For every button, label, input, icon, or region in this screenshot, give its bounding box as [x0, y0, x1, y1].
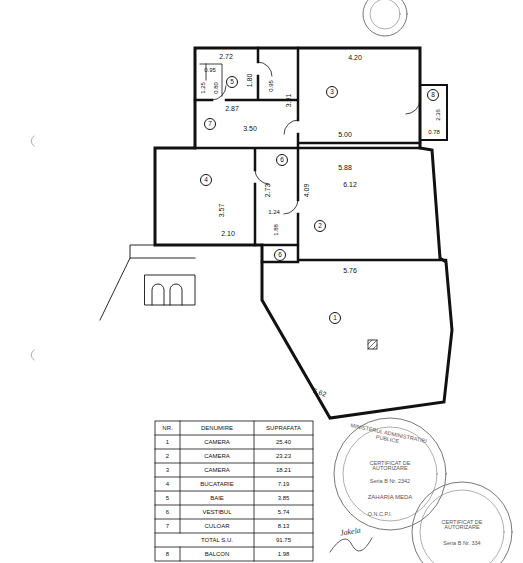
table-cell: 25.40 [276, 439, 291, 445]
table-cell: 7.19 [278, 481, 290, 487]
table-cell: 2 [166, 453, 169, 459]
dimension-label: 6.12 [343, 181, 357, 188]
balcony-outline [420, 85, 447, 140]
table-cell: 1 [166, 439, 169, 445]
dimension-label: 3.57 [219, 203, 226, 217]
stamp-text: CERTIFICAT DE AUTORIZARE [355, 461, 425, 472]
table-cell: 8 [166, 551, 169, 557]
stamp-text: MINISTERUL ADMINISTRATIEI PUBLICE [343, 421, 433, 450]
outer-wall [155, 48, 452, 418]
room-number: 7 [208, 121, 212, 128]
dimension-label: 5.76 [343, 267, 357, 274]
room-number: 2 [318, 223, 322, 230]
dimension-label: 5.88 [338, 164, 352, 171]
table-cell: CULOAR [204, 523, 229, 529]
dimension-label: 2.10 [221, 230, 235, 237]
table-cell: VESTIBUL [202, 509, 231, 515]
dimension-label: 1.88 [273, 224, 279, 236]
table-cell: 4 [166, 481, 169, 487]
room-number-circle: 6 [274, 249, 286, 261]
dimension-label: 0.78 [428, 129, 440, 135]
hatch-box [368, 340, 377, 349]
dimension-label: 2.87 [225, 105, 239, 112]
stamp-circle [334, 418, 446, 530]
room-number: 4 [204, 177, 208, 184]
table-cell: 23.23 [276, 453, 291, 459]
signature-stroke [330, 538, 372, 552]
dimension-label: 0.80 [213, 82, 219, 94]
table-cell: SUPRAFATA [266, 425, 301, 431]
hatch-lines [368, 340, 377, 349]
signature: Jakela [339, 527, 361, 538]
margin-mark [31, 136, 34, 360]
stamp-circle [363, 0, 407, 36]
dimension-label: 1.80 [247, 73, 254, 87]
table-cell: CAMERA [204, 467, 230, 473]
room-number: 6 [278, 252, 282, 259]
room-number: 3 [330, 89, 334, 96]
stamp-circle [420, 490, 504, 563]
room-number-circle: 8 [427, 89, 439, 101]
table-cell: 18.21 [276, 467, 291, 473]
table-cell: NR. [162, 425, 172, 431]
room-number-circle: 2 [314, 220, 326, 232]
room-number: 8 [431, 92, 435, 99]
stamp-circle [370, 0, 400, 29]
table-cell: 5 [166, 495, 169, 501]
dimension-label: 5.00 [338, 131, 352, 138]
stamp-circle [412, 482, 512, 563]
room-number: 5 [230, 79, 234, 86]
room-number-circle: 7 [204, 118, 216, 130]
table-cell: BALCON [205, 551, 230, 557]
table-cell: BUCATARIE [200, 481, 233, 487]
table-cell: DENUMIRE [201, 425, 233, 431]
table-cell: 91.75 [276, 537, 291, 543]
door-swing [212, 62, 420, 214]
table-cell: 3.85 [278, 495, 290, 501]
room-number-circle: 3 [326, 86, 338, 98]
table-cell: 3 [166, 467, 169, 473]
table-cell: 6 [166, 509, 169, 515]
stamp-text: CERTIFICAT DE AUTORIZARE [432, 520, 492, 531]
entrance-outline [100, 245, 195, 320]
room-number-circle: 6 [276, 154, 288, 166]
dimension-label: 2.36 [435, 109, 441, 121]
stamp-text: Seria B Nr. 2342 [355, 479, 425, 485]
table-cell: 8.13 [278, 523, 290, 529]
stamp-text: Seria B Nr. 334 [432, 541, 492, 547]
table-cell: 7 [166, 523, 169, 529]
room-number-circle: 1 [329, 312, 341, 324]
dimension-label: 1.24 [268, 209, 280, 215]
dimension-label: 1.25 [200, 82, 206, 94]
dimension-label: 0.95 [204, 67, 216, 73]
dimension-label: 5.62 [312, 387, 327, 398]
table-cell: TOTAL S.U. [201, 537, 233, 543]
stamp-text: ZAHARIA MEDA [350, 494, 430, 500]
fixture-line [200, 64, 222, 96]
room-number: 1 [333, 315, 337, 322]
stamp-text: O.N.C.P.I. [350, 512, 410, 518]
interior-wall [195, 48, 446, 262]
room-number-circle: 5 [226, 76, 238, 88]
dimension-label: 2.72 [219, 53, 233, 60]
dimension-label: 2.73 [265, 183, 272, 197]
room-number: 6 [280, 157, 284, 164]
table-cell: CAMERA [204, 439, 230, 445]
room-number-circle: 4 [200, 174, 212, 186]
dimension-label: 0.95 [268, 80, 274, 92]
table-cell: BAIE [210, 495, 224, 501]
table-cell: CAMERA [204, 453, 230, 459]
dimension-label: 4.09 [304, 183, 311, 197]
table-cell: 1.98 [278, 551, 290, 557]
table-cell: 5.74 [278, 509, 290, 515]
dimension-label: 3.91 [286, 93, 293, 107]
area-table [155, 421, 313, 561]
dimension-label: 4.20 [348, 54, 362, 61]
dimension-label: 3.50 [243, 125, 257, 132]
